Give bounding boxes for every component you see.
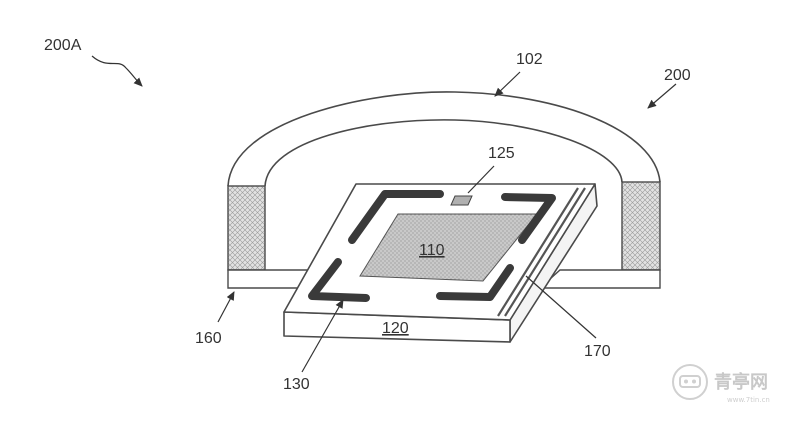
headband-inner (264, 119, 623, 187)
leader-170 (525, 275, 597, 339)
label-125: 125 (488, 145, 515, 162)
leader-102 (494, 71, 521, 97)
label-160: 160 (195, 330, 222, 347)
right-pad (621, 181, 661, 271)
label-120: 120 (382, 320, 409, 337)
bracket-bottom-right (436, 264, 514, 301)
leader-160 (217, 291, 235, 323)
leader-125 (467, 165, 495, 194)
leader-130 (301, 299, 344, 373)
label-102: 102 (516, 51, 543, 68)
vr-headset-logo-icon (672, 364, 708, 400)
label-130: 130 (283, 376, 310, 393)
label-200: 200 (664, 67, 691, 84)
leader-200a (91, 55, 143, 87)
chip-110 (359, 213, 539, 282)
leader-lines (91, 55, 677, 373)
label-200a: 200A (44, 37, 82, 54)
left-pad (227, 185, 266, 271)
headband-outer (227, 91, 661, 187)
watermark-logo-text: 青亭网 (714, 371, 768, 393)
leader-200 (647, 83, 677, 109)
headband (227, 91, 661, 187)
bracket-top-left (348, 190, 444, 244)
label-110: 110 (419, 242, 445, 259)
strip-170 (497, 187, 586, 317)
frame-130 (308, 190, 556, 302)
bracket-top-right (501, 193, 556, 244)
watermark-url-text: www.7tin.cn (727, 396, 770, 404)
bracket-bottom-left (308, 258, 370, 302)
label-170: 170 (584, 343, 611, 360)
sensor-125 (450, 195, 473, 206)
watermark: 青亭网 www.7tin.cn (672, 364, 770, 404)
